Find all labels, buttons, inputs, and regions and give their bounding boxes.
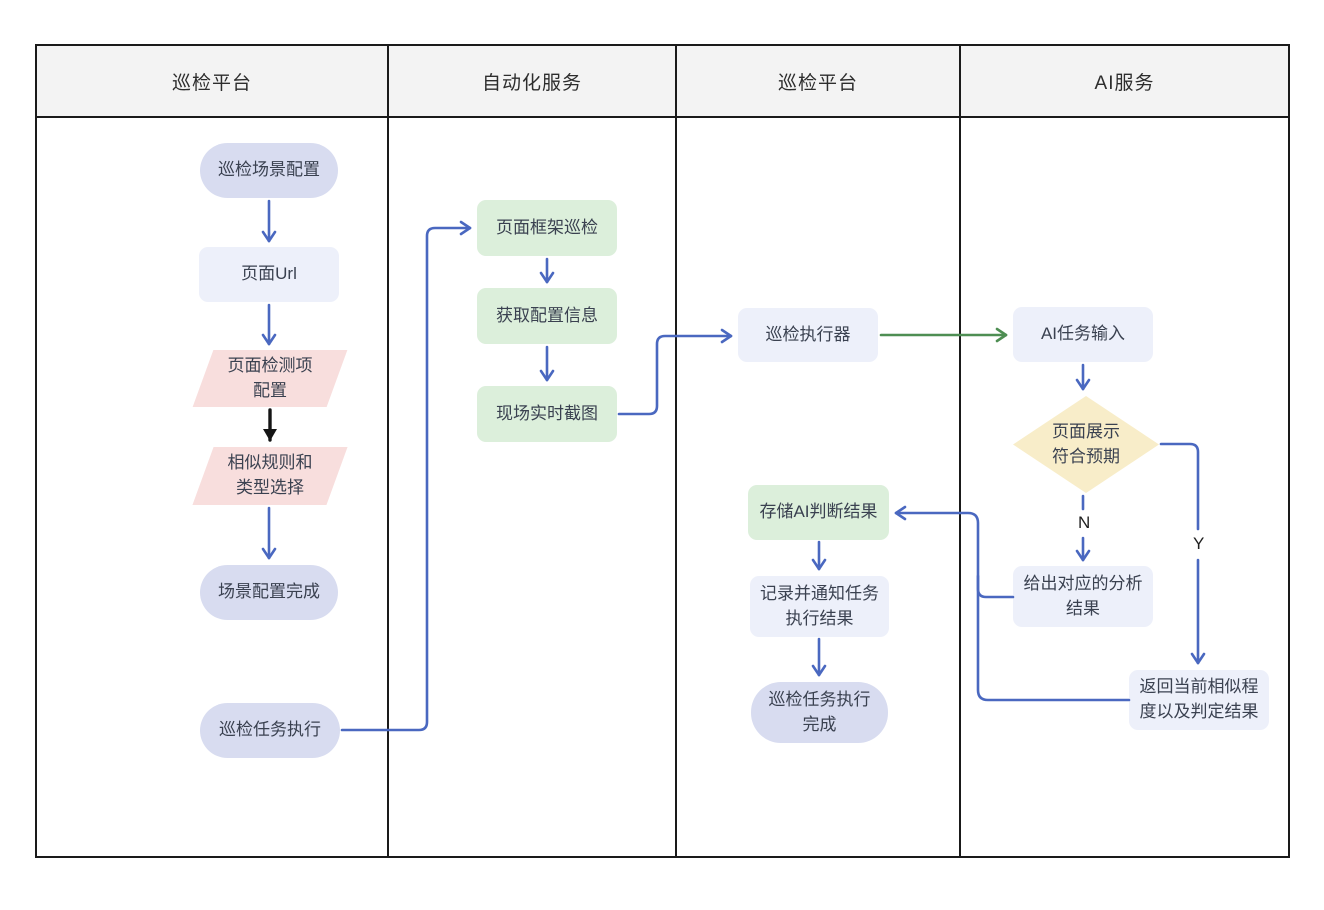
node-record-notify: 记录并通知任务 执行结果 bbox=[750, 576, 889, 637]
branch-label-yes: Y bbox=[1191, 534, 1207, 554]
node-label: 巡检任务执行 bbox=[219, 720, 321, 740]
node-get-config: 获取配置信息 bbox=[477, 288, 617, 344]
lane-title: 自动化服务 bbox=[481, 72, 582, 94]
node-ai-input: AI任务输入 bbox=[1013, 307, 1153, 362]
lane-body-4 bbox=[961, 118, 1288, 856]
node-task-exec: 巡检任务执行 bbox=[200, 703, 340, 758]
lane-header-automation-service: 自动化服务 bbox=[389, 46, 677, 118]
node-label: 巡检执行器 bbox=[765, 324, 851, 344]
node-scene-done: 场景配置完成 bbox=[200, 565, 338, 620]
node-label: 记录并通知任务 执行结果 bbox=[760, 583, 879, 628]
lane-header-inspection-platform-1: 巡检平台 bbox=[37, 46, 389, 118]
node-label: 给出对应的分析 结果 bbox=[1023, 573, 1143, 618]
node-return-result: 返回当前相似程 度以及判定结果 bbox=[1129, 670, 1269, 730]
node-check-items: 页面检测项 配置 bbox=[192, 350, 348, 407]
node-executor: 巡检执行器 bbox=[738, 308, 878, 362]
node-label: 页面框架巡检 bbox=[496, 217, 598, 237]
node-analysis-result: 给出对应的分析 结果 bbox=[1013, 566, 1153, 627]
node-label: 页面检测项 配置 bbox=[227, 355, 313, 400]
node-label: 现场实时截图 bbox=[496, 403, 598, 423]
node-label: 场景配置完成 bbox=[218, 582, 320, 602]
node-label: 存储AI判断结果 bbox=[759, 502, 878, 522]
node-label: AI任务输入 bbox=[1040, 324, 1126, 344]
node-task-done: 巡检任务执行 完成 bbox=[751, 682, 888, 743]
lane-title: AI服务 bbox=[1094, 72, 1155, 94]
node-label: 页面Url bbox=[241, 264, 297, 284]
branch-label-no: N bbox=[1076, 513, 1093, 533]
lane-title: 巡检平台 bbox=[171, 72, 252, 94]
lane-title: 巡检平台 bbox=[777, 72, 858, 94]
node-label: 巡检任务执行 完成 bbox=[768, 689, 871, 734]
lane-header-inspection-platform-2: 巡检平台 bbox=[677, 46, 961, 118]
node-store-result: 存储AI判断结果 bbox=[748, 485, 889, 540]
node-label: 获取配置信息 bbox=[496, 305, 598, 325]
lane-header-ai-service: AI服务 bbox=[961, 46, 1288, 118]
node-frame-inspect: 页面框架巡检 bbox=[477, 200, 617, 256]
node-label: 巡检场景配置 bbox=[218, 160, 320, 180]
node-label: 相似规则和 类型选择 bbox=[227, 453, 313, 497]
node-scene-config: 巡检场景配置 bbox=[200, 143, 338, 198]
node-label: 页面展示 符合预期 bbox=[1052, 421, 1120, 466]
node-screenshot: 现场实时截图 bbox=[477, 386, 617, 442]
node-similar-rules: 相似规则和 类型选择 bbox=[192, 447, 348, 505]
node-label: 返回当前相似程 度以及判定结果 bbox=[1139, 677, 1259, 721]
node-page-url: 页面Url bbox=[199, 247, 339, 302]
